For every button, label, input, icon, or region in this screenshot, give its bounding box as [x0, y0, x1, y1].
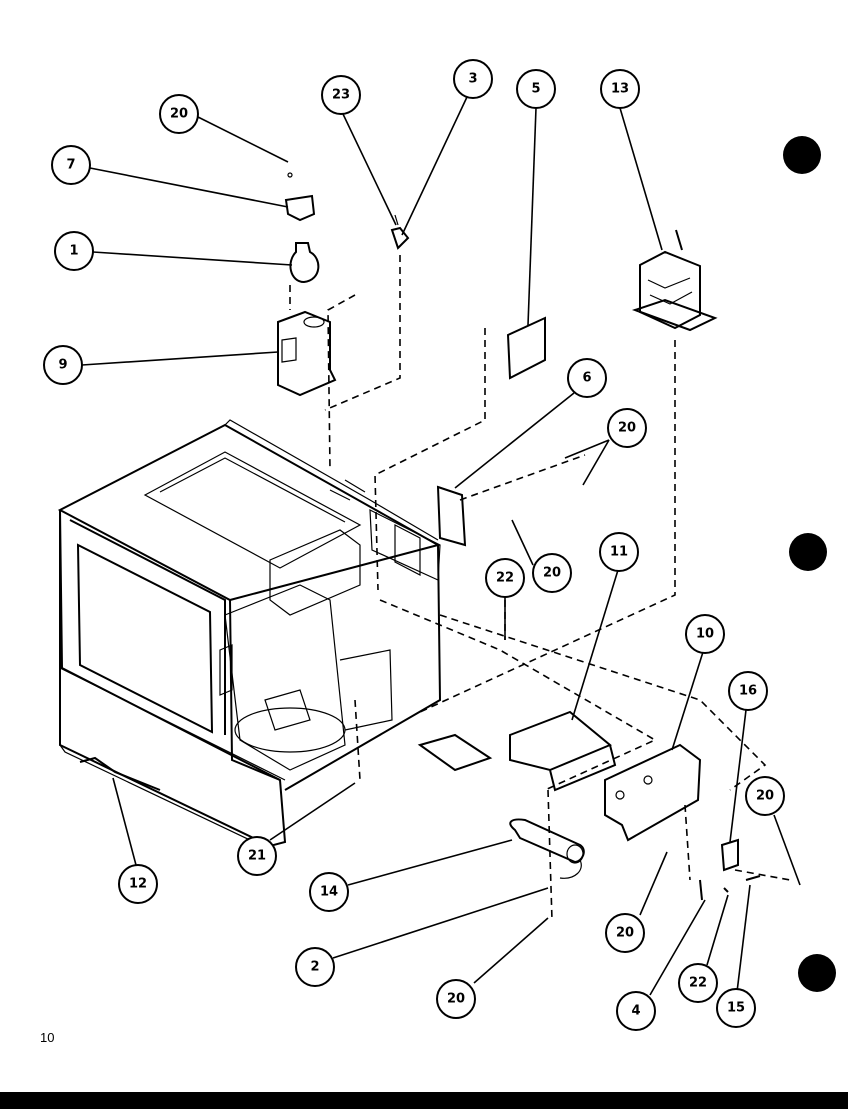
lamp-bracket	[277, 310, 337, 397]
binder-hole-bottom	[798, 954, 836, 992]
switch	[720, 838, 739, 872]
bottom-plate	[417, 733, 493, 772]
lamp-socket	[284, 194, 316, 222]
oven-cabinet	[57, 419, 442, 853]
callout: 9	[43, 345, 83, 385]
capacitor	[509, 818, 585, 879]
cover-plate	[506, 316, 546, 380]
callout: 2	[295, 947, 335, 987]
callout: 4	[616, 991, 656, 1031]
lamp-bulb	[289, 242, 320, 284]
assembly-guides	[289, 255, 791, 921]
callout-label: 21	[248, 849, 266, 864]
callout-label: 11	[610, 545, 628, 560]
callout-label: 20	[756, 789, 774, 804]
rod	[79, 756, 161, 791]
binder-hole-top	[783, 136, 821, 174]
callout: 20	[159, 94, 199, 134]
callout-label: 10	[696, 627, 714, 642]
callout: 15	[716, 988, 756, 1028]
part-15	[745, 875, 761, 881]
callout: 7	[51, 145, 91, 185]
clip-parts	[390, 214, 410, 250]
callout-label: 22	[496, 571, 514, 586]
callouts: 20 7 1 9 23 3 5 13 6 20 20 22 11 10 16 2…	[43, 59, 785, 1031]
callout: 5	[516, 69, 556, 109]
callout: 20	[436, 979, 476, 1019]
callout: 13	[600, 69, 640, 109]
callout: 3	[453, 59, 493, 99]
binder-holes	[783, 136, 836, 992]
callout-label: 6	[582, 371, 591, 386]
callout: 10	[685, 614, 725, 654]
callout-label: 16	[739, 684, 757, 699]
callout-label: 23	[332, 88, 350, 103]
callout: 22	[678, 963, 718, 1003]
callout: 11	[599, 532, 639, 572]
callout-label: 13	[611, 82, 629, 97]
transformer	[631, 229, 718, 332]
callout: 1	[54, 231, 94, 271]
callout-label: 20	[616, 926, 634, 941]
callout: 20	[532, 553, 572, 593]
callout: 6	[567, 358, 607, 398]
callout: 20	[607, 408, 647, 448]
callout-label: 20	[447, 992, 465, 1007]
callout-label: 4	[631, 1004, 640, 1019]
callout-label: 7	[66, 158, 75, 173]
callout-label: 5	[531, 82, 540, 97]
callout-label: 12	[129, 877, 147, 892]
callout-label: 9	[58, 358, 67, 373]
callout-label: 3	[468, 72, 477, 87]
mounting-bracket	[509, 710, 617, 792]
part-4	[699, 879, 703, 901]
callout: 23	[321, 75, 361, 115]
callout: 22	[485, 558, 525, 598]
callout: 21	[237, 836, 277, 876]
callout: 12	[118, 864, 158, 904]
callout-label: 1	[69, 244, 78, 259]
callout-label: 14	[320, 885, 338, 900]
callout: 16	[728, 671, 768, 711]
page-number: 10	[40, 1030, 55, 1045]
callout: 20	[605, 913, 645, 953]
callout-label: 2	[310, 960, 319, 975]
part-22-lower	[723, 887, 729, 893]
callout-label: 22	[689, 976, 707, 991]
callout-label: 20	[170, 107, 188, 122]
scan-bottom-edge	[0, 1092, 848, 1109]
callout-label: 20	[543, 566, 561, 581]
lamp-assembly	[277, 172, 337, 397]
control-panel-bracket	[604, 743, 702, 842]
callout-label: 15	[727, 1001, 745, 1016]
callout: 20	[745, 776, 785, 816]
callout-label: 20	[618, 421, 636, 436]
leader-lines	[81, 96, 801, 996]
side-plate	[436, 485, 467, 547]
callout: 14	[309, 872, 349, 912]
binder-hole-middle	[789, 533, 827, 571]
